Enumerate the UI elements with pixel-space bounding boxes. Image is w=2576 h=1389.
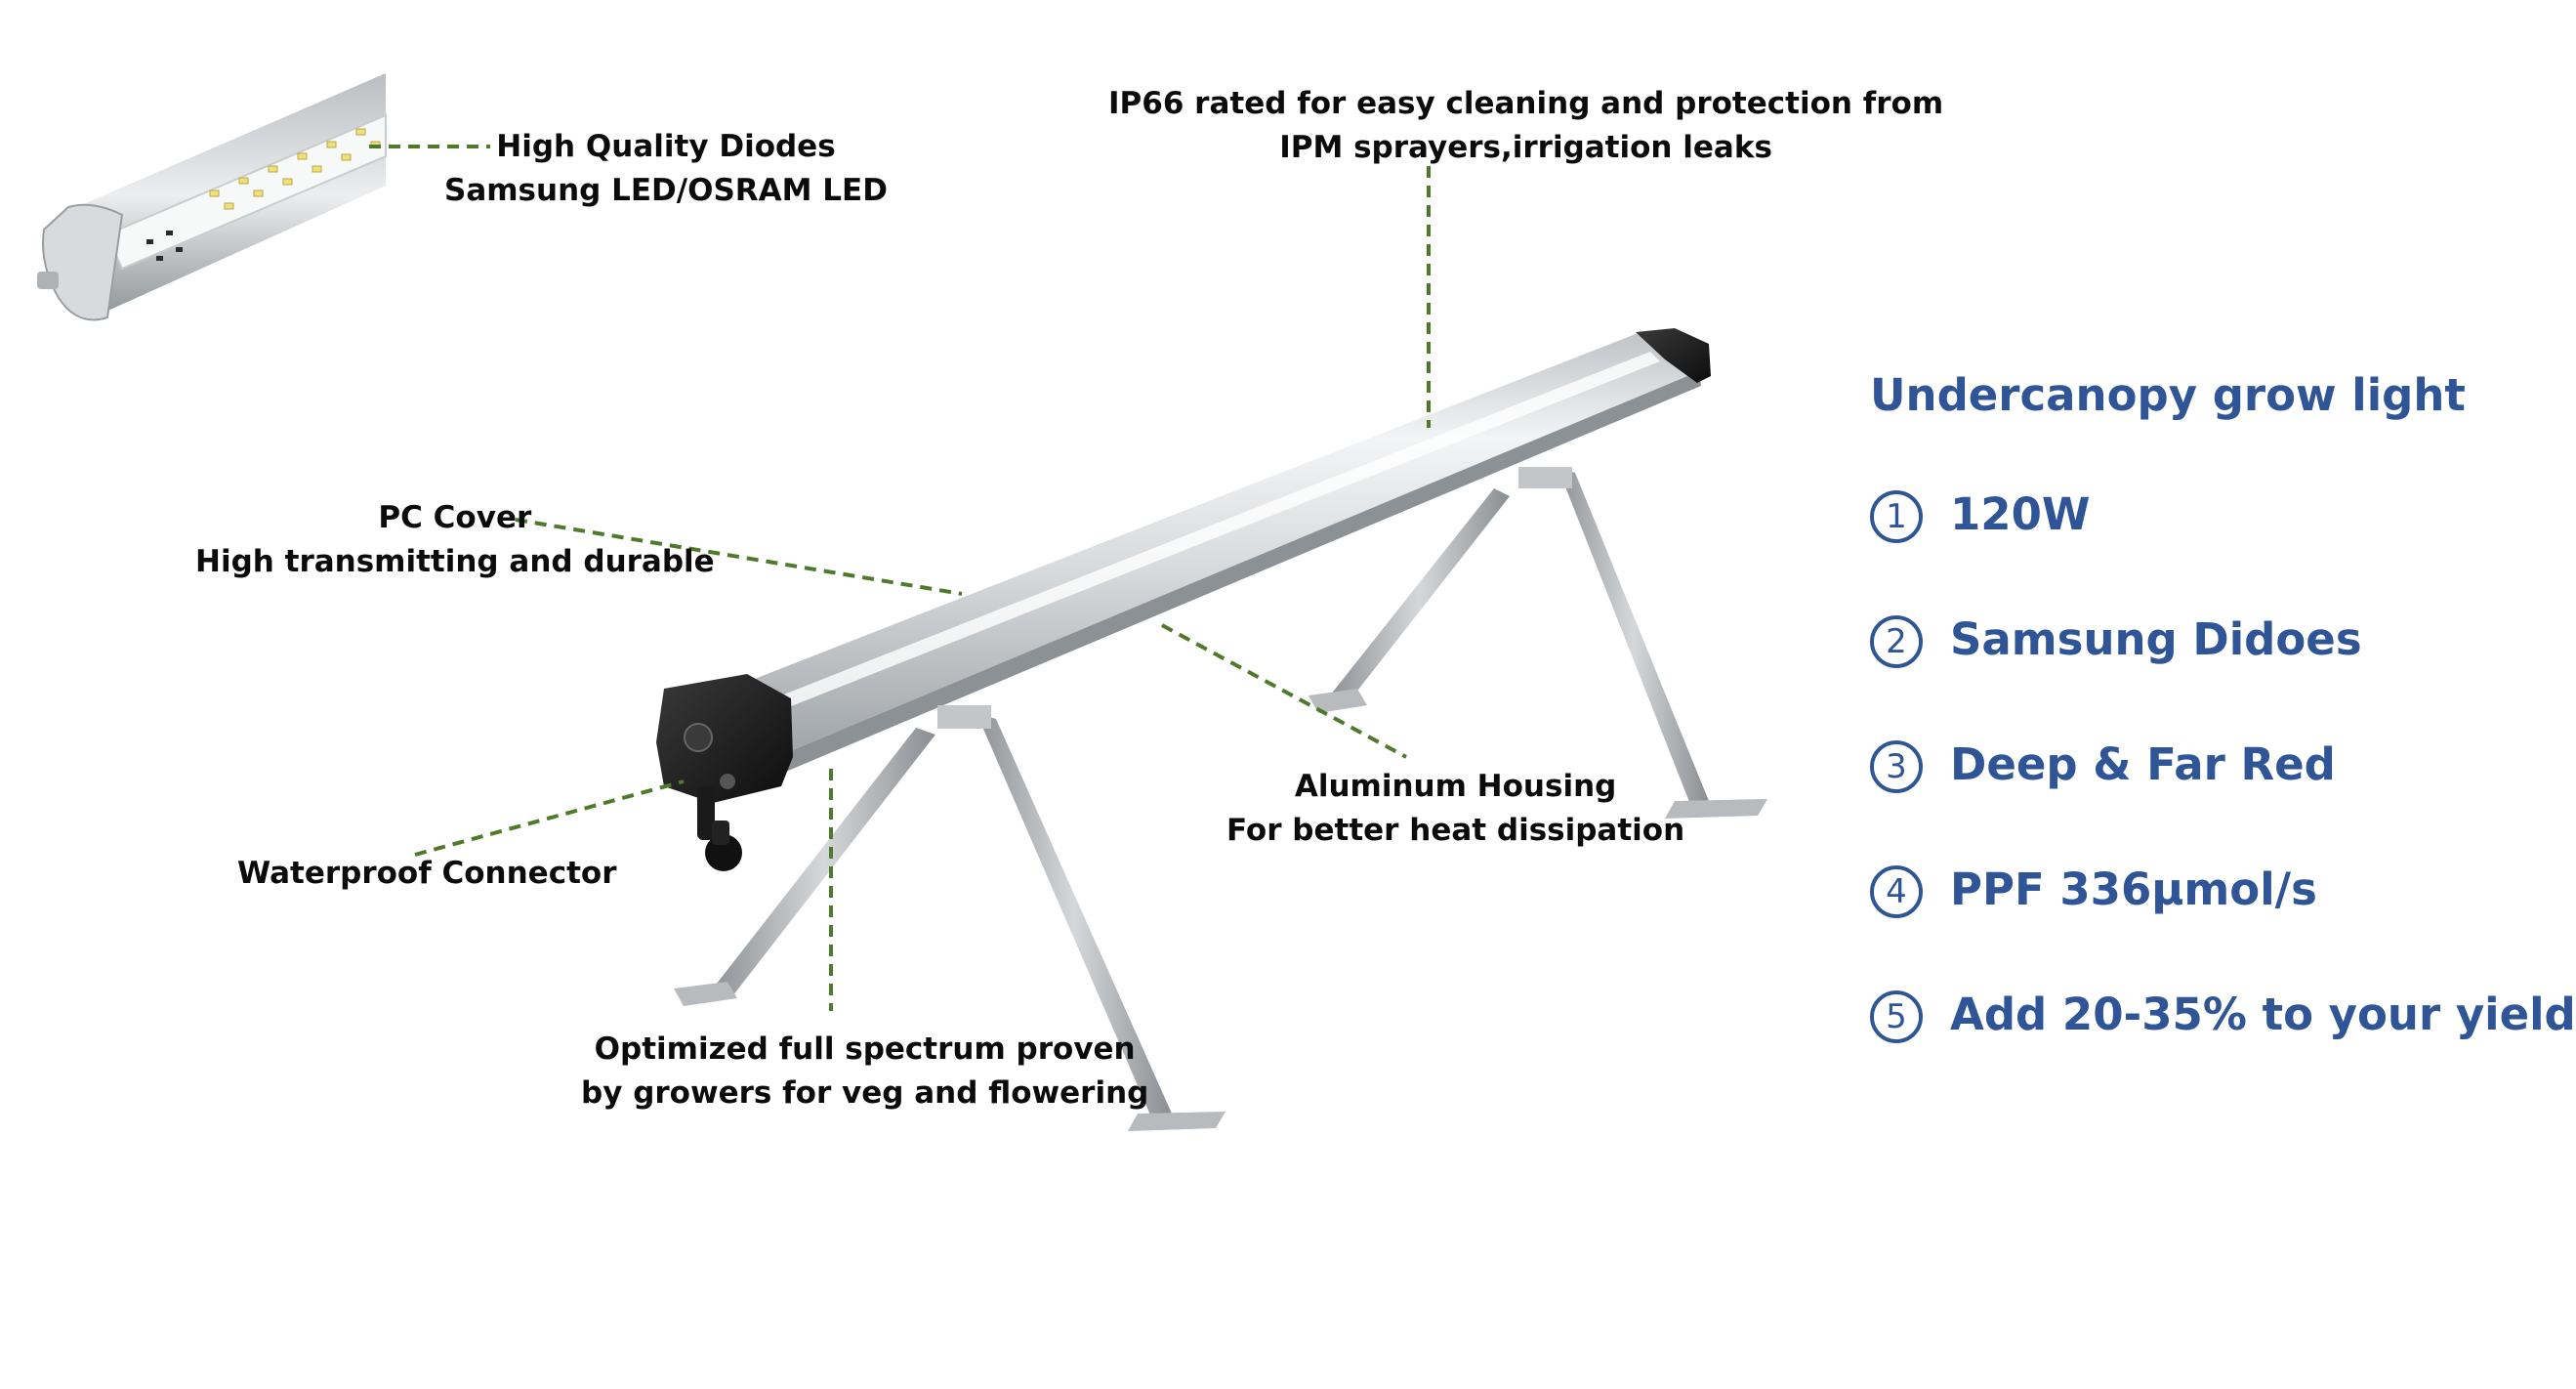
rear-leg-stand [1309, 467, 1767, 819]
spec-number-badge: 5 [1870, 990, 1923, 1043]
leader-line-housing [1161, 623, 1407, 759]
callout-diodes-line2: Samsung LED/OSRAM LED [444, 173, 888, 208]
callout-ip66-rated: IP66 rated for easy cleaning and protect… [1108, 82, 1943, 170]
callout-housing-line2: For better heat dissipation [1226, 813, 1685, 848]
grow-light-tube [742, 332, 1701, 774]
callout-pc-cover-line1: PC Cover [378, 500, 532, 535]
spec-list: 1 120W 2 Samsung Didoes 3 Deep & Far Red… [1870, 488, 2576, 1114]
spec-number-badge: 3 [1870, 740, 1923, 793]
leader-lines [369, 145, 1431, 1011]
diode-inset-image [37, 73, 387, 321]
spec-item-text: Add 20-35% to your yield [1950, 989, 2576, 1040]
callout-diodes-line1: High Quality Diodes [496, 129, 836, 164]
callout-high-quality-diodes: High Quality Diodes Samsung LED/OSRAM LE… [444, 125, 888, 213]
callout-housing-line1: Aluminum Housing [1294, 769, 1617, 804]
leader-line-pc-cover [515, 518, 963, 596]
spec-item-text: Samsung Didoes [1950, 613, 2362, 665]
spec-number-badge: 1 [1870, 490, 1923, 543]
spec-item: 1 120W [1870, 488, 2576, 613]
product-diagram [37, 73, 1767, 1131]
callout-ip66-line1: IP66 rated for easy cleaning and protect… [1108, 86, 1944, 121]
right-end-cap [1636, 328, 1711, 383]
spec-item-text: PPF 336µmol/s [1950, 863, 2317, 915]
callout-connector-line1: Waterproof Connector [237, 856, 617, 891]
leader-line-connector [414, 779, 685, 857]
callout-optimized-spectrum: Optimized full spectrum proven by grower… [581, 1028, 1148, 1115]
spec-item-text: 120W [1950, 488, 2091, 540]
spec-item: 5 Add 20-35% to your yield [1870, 989, 2576, 1114]
spec-item: 3 Deep & Far Red [1870, 738, 2576, 863]
callout-pc-cover-line2: High transmitting and durable [195, 544, 715, 579]
spec-title: Undercanopy grow light [1870, 369, 2466, 421]
spec-item: 4 PPF 336µmol/s [1870, 863, 2576, 989]
spec-item-text: Deep & Far Red [1950, 738, 2336, 790]
left-end-cap [656, 674, 793, 803]
front-leg-stand [674, 705, 1226, 1131]
callout-spectrum-line1: Optimized full spectrum proven [594, 1031, 1136, 1067]
callout-spectrum-line2: by growers for veg and flowering [581, 1075, 1149, 1111]
waterproof-connector [697, 786, 742, 871]
spec-item: 2 Samsung Didoes [1870, 613, 2576, 738]
spec-number-badge: 2 [1870, 615, 1923, 668]
callout-waterproof-connector: Waterproof Connector [237, 852, 616, 896]
callout-pc-cover: PC Cover High transmitting and durable [195, 496, 715, 584]
spec-number-badge: 4 [1870, 865, 1923, 918]
callout-ip66-line2: IPM sprayers,irrigation leaks [1279, 130, 1772, 165]
callout-aluminum-housing: Aluminum Housing For better heat dissipa… [1226, 765, 1684, 853]
